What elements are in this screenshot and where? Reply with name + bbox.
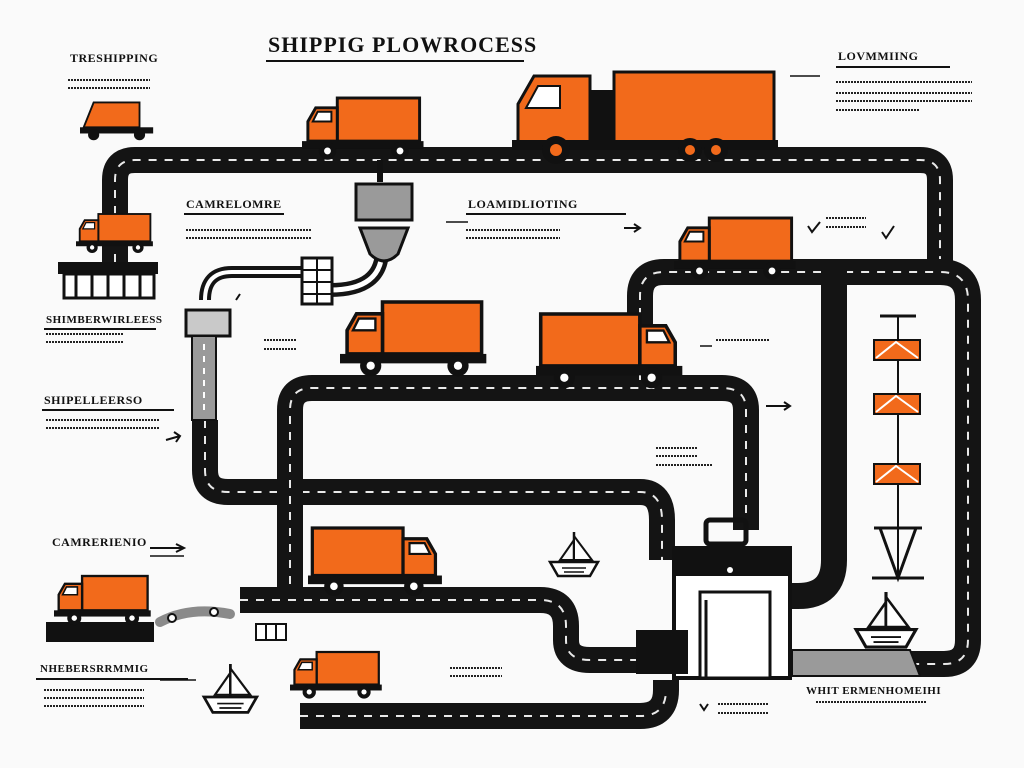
arrow-icon xyxy=(766,401,792,411)
label-underline xyxy=(42,409,174,411)
arrow-icon xyxy=(624,223,642,233)
truck-icon xyxy=(52,574,152,627)
arrow-icon xyxy=(699,703,709,712)
loading-ramp xyxy=(791,649,922,677)
semi-truck-icon xyxy=(512,70,778,164)
label-underline xyxy=(44,328,156,330)
boat-icon xyxy=(854,590,918,649)
truck-icon xyxy=(80,101,154,141)
label-loading: LOVMMIING xyxy=(838,49,919,63)
text-lines xyxy=(44,79,972,714)
road-network xyxy=(102,147,981,729)
road-right-vertical xyxy=(785,262,847,609)
road-left-vertical xyxy=(192,420,675,560)
label-white-home: WHIT ERMENHOMEIHI xyxy=(806,685,942,697)
distribution-hub xyxy=(636,517,792,680)
label-pre-shipping: TRESHIPPING xyxy=(70,51,159,65)
truck-icon xyxy=(338,300,489,379)
label-underline xyxy=(466,213,626,215)
truck-icon xyxy=(288,650,383,700)
road-barrier-tower xyxy=(872,314,924,583)
dock-platform-lower-left xyxy=(46,622,154,642)
road-top xyxy=(102,147,953,262)
flow-arrows xyxy=(150,221,895,712)
label-underline xyxy=(836,66,950,68)
label-warehouse: CAMRELOMRE xyxy=(186,197,282,211)
arrow-icon xyxy=(150,543,187,553)
sorting-column xyxy=(184,308,232,421)
loading-hopper xyxy=(300,160,414,306)
conveyor-pipe xyxy=(199,266,310,301)
title-underline xyxy=(266,60,524,62)
truck-icon xyxy=(306,526,444,598)
road-lower-curve xyxy=(240,587,660,673)
arrow-icon xyxy=(235,293,241,301)
boat-icon xyxy=(548,530,600,578)
check-icon xyxy=(807,221,821,234)
connector-lines xyxy=(150,75,820,681)
label-underline xyxy=(184,213,284,215)
warehouse-platform-left xyxy=(58,262,158,300)
label-underline xyxy=(36,678,188,680)
label-shipper-wireless: SHIMBERWIRLEESS xyxy=(46,314,163,326)
conveyor-chain xyxy=(155,606,287,641)
label-shippers: SHIPELLEERSO xyxy=(44,393,143,407)
check-icon xyxy=(881,225,895,240)
label-load-loading: LOAMIDLIOTING xyxy=(468,197,578,211)
label-carrier: CAMRERIENIO xyxy=(52,535,147,549)
arrow-icon xyxy=(165,431,182,443)
boat-icon xyxy=(202,662,259,714)
label-neighborhood: NHEBERSRRMMIG xyxy=(40,663,149,675)
diagram-title: SHIPPIG PLOWROCESS xyxy=(268,32,538,57)
